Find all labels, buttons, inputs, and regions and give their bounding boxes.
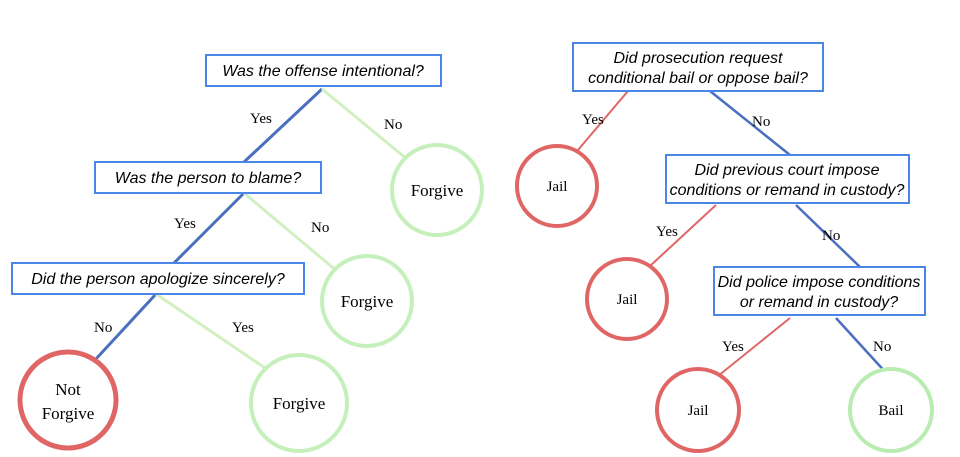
left-edge-q3-no [93,292,158,362]
right-edge-label-q1-no: No [752,114,770,130]
left-leaf-not-forgive-line1: Not [55,380,81,399]
left-leaf-forgive-3-label: Forgive [273,394,326,413]
right-edge-q2-no [795,204,861,268]
left-edge-q1-yes [242,87,324,164]
right-edge-label-q2-yes: Yes [656,224,678,240]
right-leaf-jail-1-label: Jail [547,179,568,195]
right-edge-label-q3-yes: Yes [722,339,744,355]
right-question-1-line2: conditional bail or oppose bail? [588,70,808,87]
right-question-3-line2: or remand in custody? [740,294,898,311]
left-question-box-1 [205,54,442,87]
left-edge-label-q3-yes: Yes [232,320,254,336]
right-leaf-bail-label: Bail [879,403,904,419]
right-leaf-jail-1 [515,144,599,228]
right-edge-q3-no [835,317,889,376]
right-question-box-2 [665,154,910,204]
left-leaf-forgive-1-label: Forgive [411,181,464,200]
right-leaf-bail [848,367,934,453]
left-edge-q1-no [321,87,409,162]
left-leaf-forgive-3 [249,353,349,453]
left-edge-label-q1-no: No [384,117,402,133]
left-edge-label-q3-no: No [94,320,112,336]
right-leaf-jail-3 [655,367,741,453]
left-question-box-3 [11,262,305,295]
left-edge-q3-yes [155,292,269,372]
right-edge-q2-yes [649,204,717,267]
right-question-3-line1: Did police impose conditions [718,274,921,291]
right-leaf-jail-3-label: Jail [688,403,709,419]
left-edge-label-q2-no: No [311,220,329,236]
left-tree: Was the offense intentional? Was the per… [11,54,484,453]
left-leaf-not-forgive [17,349,119,451]
right-edge-label-q1-yes: Yes [582,112,604,128]
right-edge-q3-yes [717,317,791,377]
right-tree: Did prosecution request conditional bail… [515,42,934,453]
left-edge-q2-no [243,191,339,274]
left-question-box-2 [94,161,322,194]
right-question-1-line1: Did prosecution request [614,50,784,67]
left-leaf-forgive-1 [390,143,484,237]
right-leaf-jail-2-label: Jail [617,292,638,308]
left-edge-label-q1-yes: Yes [250,111,272,127]
left-question-2: Was the person to blame? [115,170,302,187]
left-leaf-not-forgive-line2: Forgive [42,404,95,423]
right-edge-q1-no [709,90,791,156]
right-question-2-line1: Did previous court impose [695,162,880,179]
left-edge-q2-yes [170,191,246,267]
right-question-box-3 [713,266,926,316]
right-edge-q1-yes [577,90,629,151]
left-edge-label-q2-yes: Yes [174,216,196,232]
left-question-1: Was the offense intentional? [222,63,424,80]
right-edge-label-q2-no: No [822,228,840,244]
left-leaf-forgive-2 [320,254,414,348]
right-question-2-line2: conditions or remand in custody? [670,182,905,199]
right-leaf-jail-2 [585,257,669,341]
right-edge-label-q3-no: No [873,339,891,355]
left-question-3: Did the person apologize sincerely? [31,271,285,288]
left-leaf-forgive-2-label: Forgive [341,292,394,311]
right-question-box-1 [572,42,824,92]
